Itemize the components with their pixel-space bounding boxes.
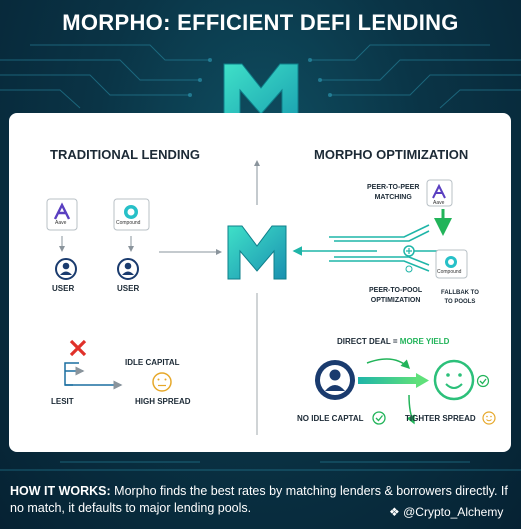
- compound-label: Compound: [116, 220, 141, 226]
- page-title: MORPHO: EFFICIENT DEFI LENDING: [62, 10, 459, 35]
- smile-icon: [152, 372, 172, 392]
- cross-icon: [69, 339, 87, 357]
- compound-label: Compound: [437, 269, 462, 275]
- aave-icon: [53, 202, 71, 220]
- user-icon: [55, 258, 77, 280]
- user-label: USER: [52, 284, 75, 293]
- fallback-label: FALLBAK TO TO POOLS: [441, 290, 479, 305]
- how-it-works-text: HOW IT WORKS: Morpho finds the best rate…: [10, 484, 508, 515]
- aave-box: [46, 198, 78, 231]
- left-heading: TRADITIONAL LENDING: [50, 147, 200, 162]
- credit[interactable]: ❖ @Crypto_Alchemy: [389, 505, 504, 519]
- tighter-spread-label: TIGHTER SPREAD: [405, 414, 476, 423]
- high-spread-label: HIGH SPREAD: [135, 397, 191, 406]
- diagram-card: TRADITIONAL LENDING MORPHO OPTIMIZATION …: [9, 113, 511, 452]
- right-heading: MORPHO OPTIMIZATION: [314, 147, 469, 162]
- check-icon: [476, 374, 490, 388]
- result-label: LESIT: [51, 397, 74, 406]
- aave-label: Aave: [55, 220, 67, 226]
- diagram-graphics: [46, 160, 496, 435]
- smile-icon: [433, 359, 475, 401]
- user-label: USER: [117, 284, 140, 293]
- p2pool-label: PEER-TO-POOL OPTIMIZATION: [369, 287, 423, 304]
- morpho-logo-icon: [227, 225, 287, 280]
- diamond-icon: ❖: [389, 505, 400, 519]
- user-icon: [117, 258, 139, 280]
- idle-capital-label: IDLE CAPITAL: [125, 358, 180, 367]
- user-icon: [315, 360, 355, 400]
- aave-icon: [432, 183, 446, 199]
- p2p-label: PEER-TO-PEER MATCHING: [367, 184, 420, 201]
- smile-icon: [482, 411, 496, 425]
- check-icon: [372, 411, 386, 425]
- no-idle-label: NO IDLE CAPTAL: [297, 414, 364, 423]
- direct-deal-label: DIRECT DEAL = MORE YIELD: [337, 337, 450, 346]
- aave-label: Aave: [433, 200, 445, 206]
